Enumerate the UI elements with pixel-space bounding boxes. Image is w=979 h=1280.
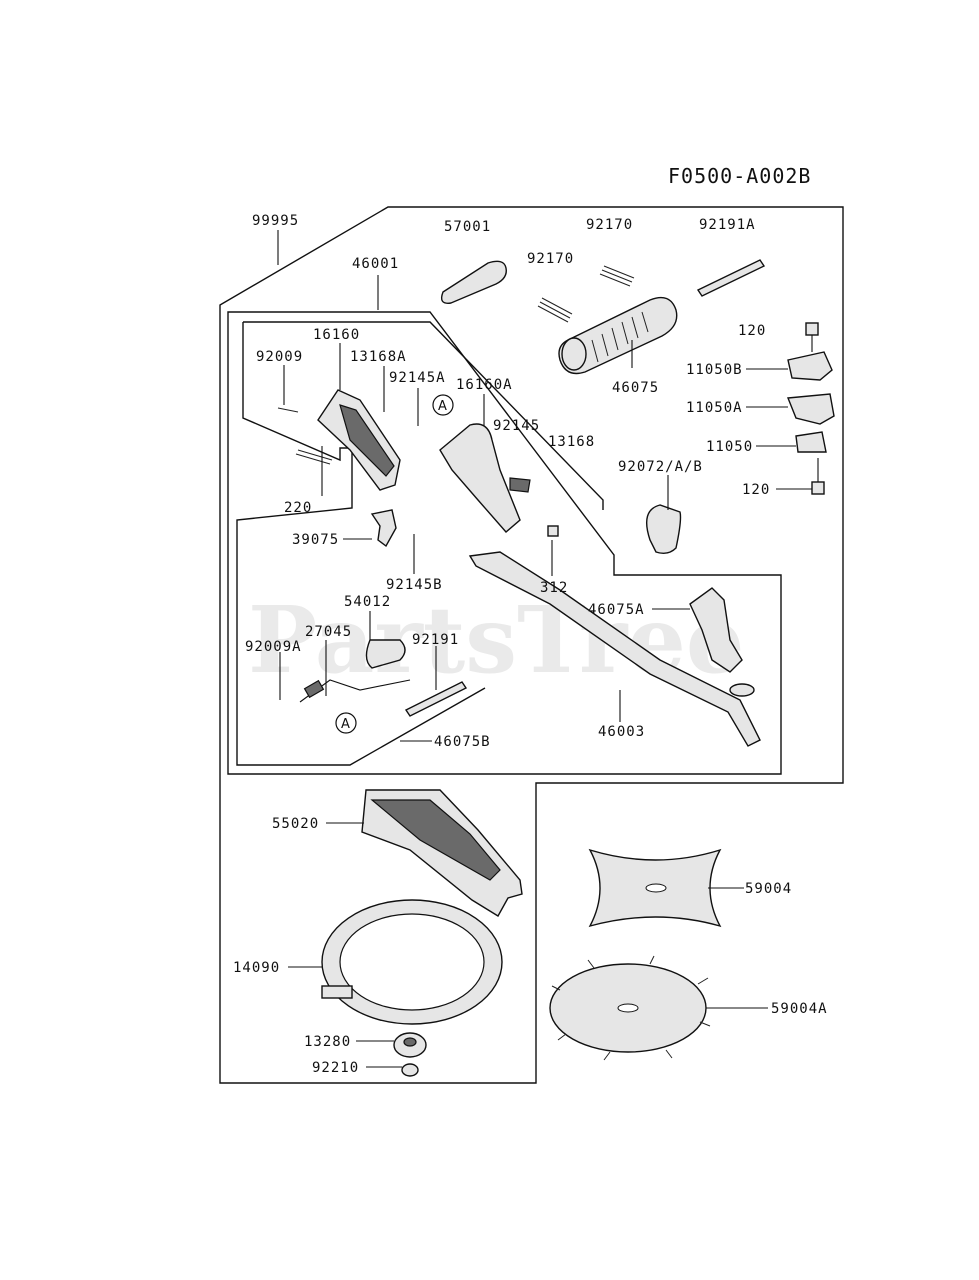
label-11050B: 11050B [686, 362, 743, 378]
cap-57001 [440, 260, 507, 304]
label-92072: 92072/A/B [618, 459, 703, 475]
wire-27045 [299, 679, 411, 703]
label-92191A: 92191A [699, 217, 756, 233]
label-11050A: 11050A [686, 400, 743, 416]
blade-59004 [588, 848, 722, 928]
screw-120-top [805, 322, 819, 352]
label-92145: 92145 [493, 418, 540, 434]
clamp-11050B [787, 351, 833, 381]
nut-312 [547, 525, 559, 537]
callout-a-top: A [432, 394, 454, 416]
label-13168: 13168 [548, 434, 595, 450]
kit-frame-outline [219, 206, 844, 1084]
label-54012: 54012 [344, 594, 391, 610]
nut-92210 [401, 1063, 419, 1077]
label-92210: 92210 [312, 1060, 359, 1076]
label-92145B: 92145B [386, 577, 443, 593]
bolt-92170-mid [537, 297, 573, 323]
label-46001: 46001 [352, 256, 399, 272]
handle-half-16160 [317, 389, 401, 491]
handle-half-16160A [439, 423, 531, 533]
handle-bar-46003 [468, 551, 761, 747]
label-46075B: 46075B [434, 734, 491, 750]
label-120-bottom: 120 [742, 482, 770, 498]
bushing-13280 [393, 1032, 427, 1058]
label-46075A: 46075A [588, 602, 645, 618]
ring-14090 [321, 899, 503, 1025]
bolt-220 [295, 449, 333, 465]
label-13280: 13280 [304, 1034, 351, 1050]
label-92170-mid: 92170 [527, 251, 574, 267]
label-59004A: 59004A [771, 1001, 828, 1017]
trigger-39075 [370, 509, 397, 548]
label-11050: 11050 [706, 439, 753, 455]
label-120-top: 120 [738, 323, 766, 339]
grip-46075 [558, 296, 678, 375]
label-46075: 46075 [612, 380, 659, 396]
label-92145A: 92145A [389, 370, 446, 386]
svg-text:A: A [438, 399, 447, 414]
label-59004: 59004 [745, 881, 792, 897]
label-220: 220 [284, 500, 312, 516]
clamp-11050 [795, 431, 827, 453]
label-13168A: 13168A [350, 349, 407, 365]
grip-subframe-lower [236, 322, 486, 766]
label-312: 312 [540, 580, 568, 596]
svg-text:A: A [341, 717, 350, 732]
bolt-92170-top [599, 265, 635, 287]
guard-55020 [361, 789, 523, 917]
screw-120-bottom [811, 458, 825, 495]
clamp-11050A [787, 393, 835, 425]
rod-92191 [404, 681, 468, 717]
label-14090: 14090 [233, 960, 280, 976]
label-57001: 57001 [444, 219, 491, 235]
label-55020: 55020 [272, 816, 319, 832]
label-92191: 92191 [412, 632, 459, 648]
label-46003: 46003 [598, 724, 645, 740]
label-92009A: 92009A [245, 639, 302, 655]
label-99995: 99995 [252, 213, 299, 229]
grip-46075A [689, 587, 743, 673]
shaft-92191A [696, 259, 766, 297]
label-92009: 92009 [256, 349, 303, 365]
label-16160A: 16160A [456, 377, 513, 393]
callout-a-bottom: A [335, 712, 357, 734]
handle-assembly-frame [227, 311, 782, 775]
label-16160: 16160 [313, 327, 360, 343]
label-27045: 27045 [305, 624, 352, 640]
label-92170-top: 92170 [586, 217, 633, 233]
band-92072 [646, 504, 682, 555]
screw-92009 [277, 407, 299, 413]
blade-59004A [549, 955, 711, 1061]
label-39075: 39075 [292, 532, 339, 548]
clip-54012 [365, 639, 406, 669]
grip-subframe [243, 321, 604, 510]
diagram-code: F0500-A002B [668, 164, 811, 188]
